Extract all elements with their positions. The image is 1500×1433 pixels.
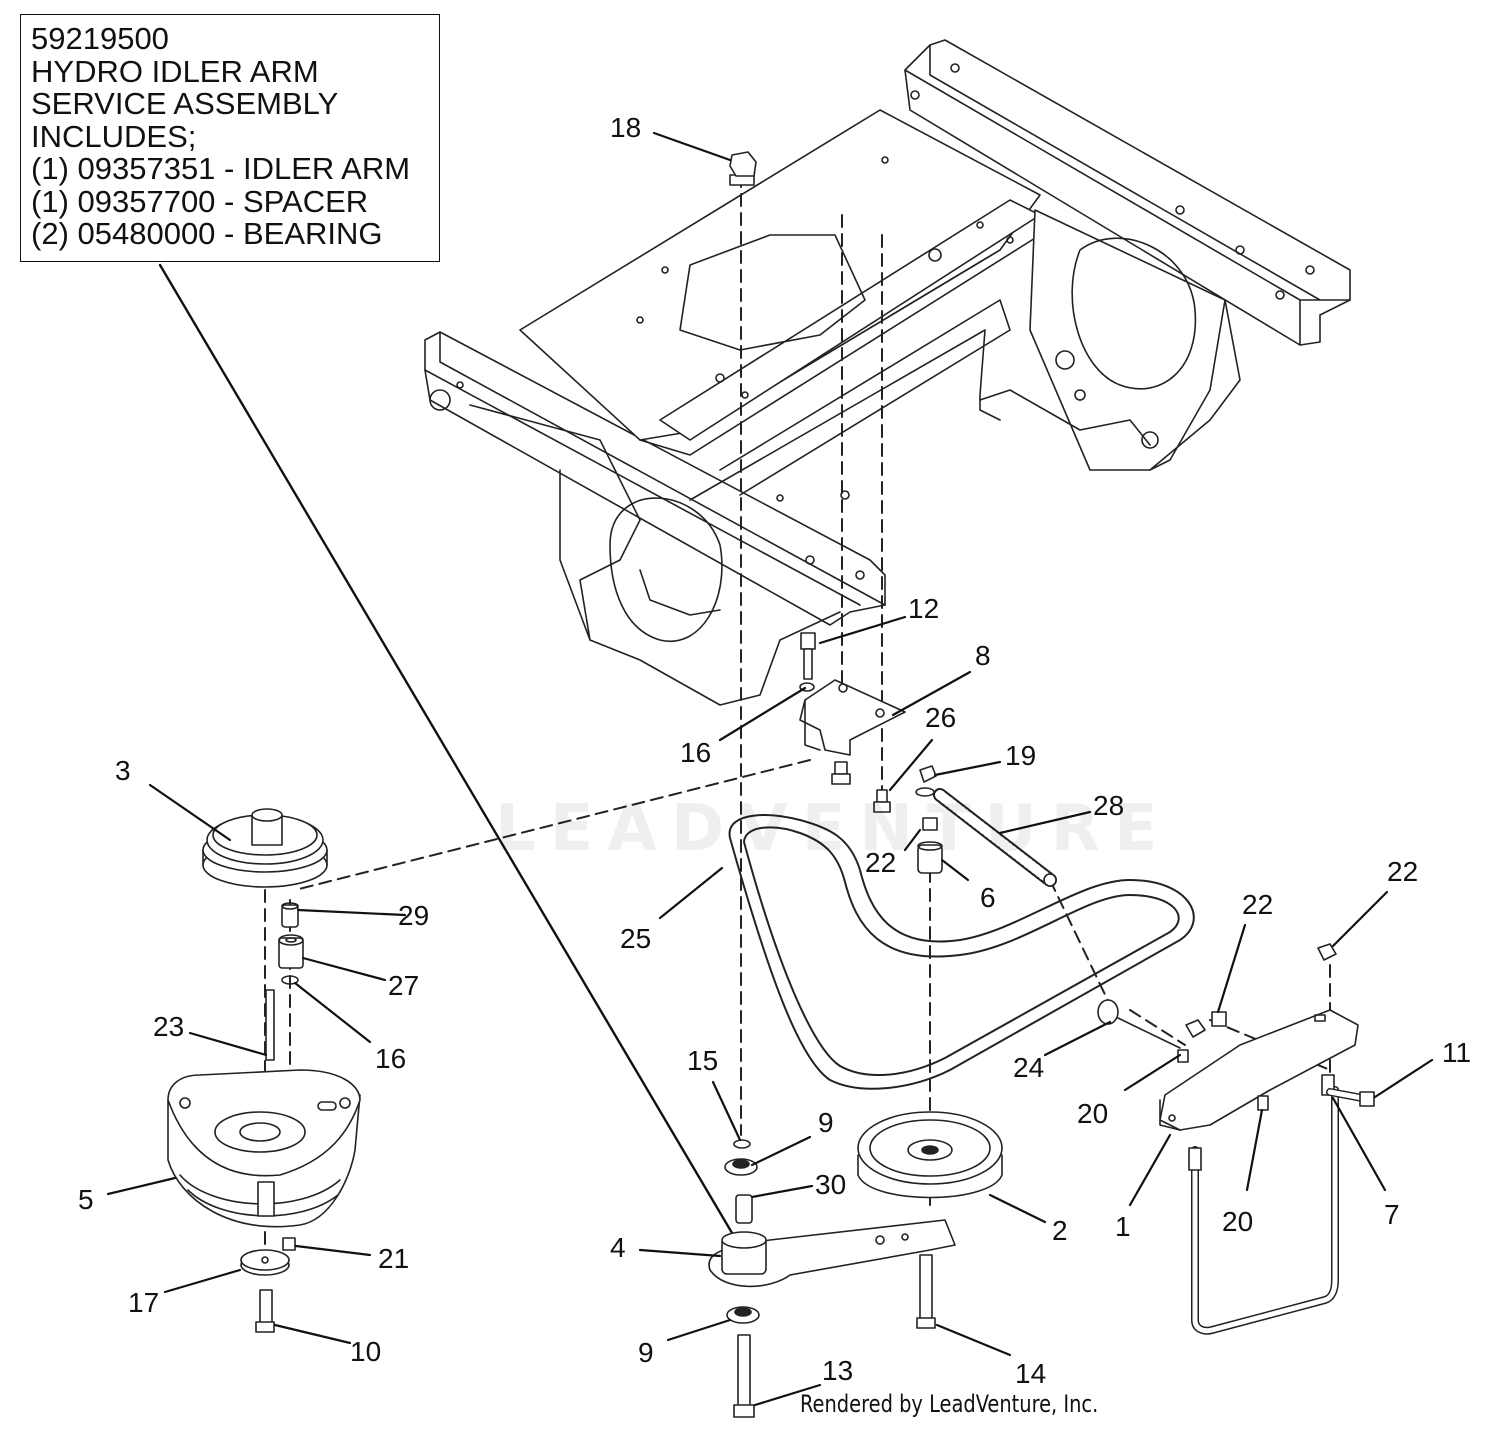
callout-leaders [106,131,1434,1407]
part-16-washer-lower [281,975,299,985]
part-17-washer [240,1249,290,1276]
callout-5: 5 [78,1184,94,1215]
part-7-rod [1188,1074,1339,1335]
part-22-nut-right [1317,943,1337,961]
callout-23: 23 [153,1011,184,1042]
callout-21: 21 [378,1243,409,1274]
callout-22-right: 22 [1387,856,1418,887]
watermark-text: LEADVENTURE [495,792,1172,866]
info-line-title-2: SERVICE ASSEMBLY [31,86,339,121]
callout-24: 24 [1013,1052,1044,1083]
callout-9-lower: 9 [638,1337,654,1368]
info-line-bearing: (2) 05480000 - BEARING [31,216,383,251]
part-2-pulley [857,1111,1003,1199]
callout-26: 26 [925,702,956,733]
frame-bolt [831,761,851,785]
callout-20-lower: 20 [1222,1206,1253,1237]
service-assembly-info-box: 59219500 HYDRO IDLER ARM SERVICE ASSEMBL… [20,14,440,262]
assembly-leader-line [158,263,737,1240]
frame-assembly [424,39,1351,706]
callout-9-upper: 9 [818,1107,834,1138]
part-23-key [265,989,275,1061]
part-20-nut-lower [1257,1095,1269,1111]
part-9-bearing-upper [724,1158,758,1176]
callout-15: 15 [687,1045,718,1076]
callout-13: 13 [822,1355,853,1386]
callout-28: 28 [1093,790,1124,821]
part-30-spacer [735,1194,753,1224]
part-21-nut [282,1237,296,1251]
part-8-bracket [799,679,906,756]
callout-14: 14 [1015,1358,1046,1389]
part-15-washer [733,1139,751,1149]
part-29-key [281,902,299,928]
part-6-spacer [917,841,943,874]
info-line-idler-arm: (1) 09357351 - IDLER ARM [31,151,411,186]
part-5-clutch [167,1069,361,1228]
callout-6: 6 [980,882,996,913]
part-27-spacer [278,934,304,969]
part-1-bracket [1159,1009,1359,1131]
render-credit: Rendered by LeadVenture, Inc. [800,1390,1099,1418]
callout-27: 27 [388,970,419,1001]
callout-19: 19 [1005,740,1036,771]
callout-20-upper: 20 [1077,1098,1108,1129]
callout-18: 18 [610,112,641,143]
part-22-nut [922,817,938,831]
callout-2: 2 [1052,1215,1068,1246]
part-25-belt [728,814,1195,1090]
part-14-bolt [916,1254,936,1329]
callout-29: 29 [398,900,429,931]
part-4-idler-arm [708,1219,956,1288]
callout-8: 8 [975,640,991,671]
part-16-washer [799,682,815,692]
callout-22: 22 [865,847,896,878]
part-10-bolt [255,1289,275,1333]
part-26-bolt [873,789,891,813]
part-13-bolt [733,1334,755,1418]
callout-22-mid: 22 [1242,889,1273,920]
callout-11: 11 [1442,1037,1471,1068]
info-line-includes: INCLUDES; [31,118,197,154]
info-line-part-number: 59219500 [31,21,169,56]
info-line-spacer: (1) 09357700 - SPACER [31,183,369,219]
callout-16: 16 [680,737,711,768]
callout-4: 4 [610,1232,626,1263]
callout-7: 7 [1384,1199,1400,1230]
callout-17: 17 [128,1287,159,1318]
assembly-lines [264,174,1331,1251]
callout-16-lower: 16 [375,1043,406,1074]
callout-3: 3 [115,755,131,786]
callout-10: 10 [350,1336,381,1367]
info-line-title-1: HYDRO IDLER ARM [31,53,319,89]
part-18-nut [729,151,757,177]
callout-30: 30 [815,1169,846,1200]
part-28-spring [933,788,1057,887]
part-24-link [1097,999,1181,1049]
part-11-bolt [1326,1088,1375,1107]
callout-1: 1 [1115,1211,1131,1242]
part-3-pulley [202,808,328,888]
part-12-bolt [800,632,816,680]
callout-25: 25 [620,923,651,954]
callout-12: 12 [908,593,939,624]
part-22-nut-mid [1185,1011,1227,1038]
part-9-bearing-lower [726,1306,760,1324]
